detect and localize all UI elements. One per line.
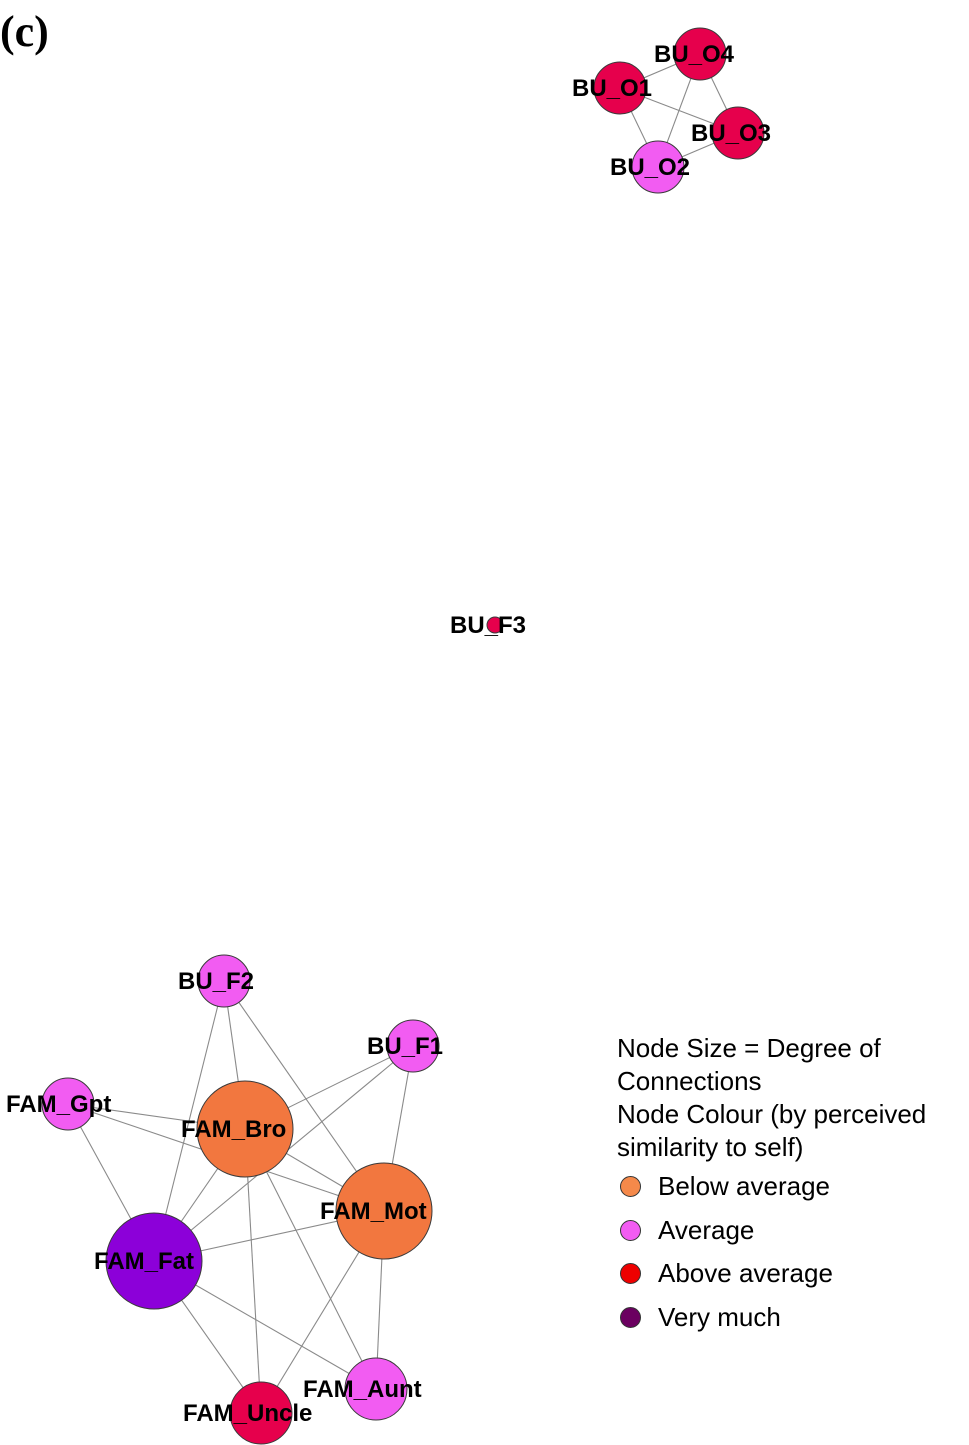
edge-fam-bro-fam-aunt [244, 1128, 377, 1390]
legend-item-average: Average [617, 1209, 967, 1253]
legend-swatch-average [620, 1219, 641, 1241]
node-fam-bro [196, 1080, 294, 1178]
node-fam-fat [105, 1212, 203, 1310]
node-label-fam-mot: FAM_Mot [320, 1198, 427, 1225]
node-label-bu-o1: BU_O1 [572, 75, 652, 102]
node-label-fam-uncle: FAM_Uncle [183, 1400, 312, 1427]
node-fam-aunt [344, 1357, 408, 1421]
legend-swatch-very-much [620, 1306, 641, 1328]
legend-size-title-line1: Node Size = Degree of [617, 1033, 881, 1063]
node-label-fam-fat: FAM_Fat [94, 1248, 194, 1275]
node-bu-o2 [631, 140, 685, 194]
node-bu-o1 [593, 61, 647, 115]
node-bu-o3 [711, 106, 765, 160]
node-fam-uncle [229, 1381, 293, 1445]
node-label-bu-o3: BU_O3 [691, 120, 771, 147]
legend-item-very-much: Very much [617, 1296, 967, 1340]
legend-colour-title-line1: Node Colour (by perceived [617, 1099, 927, 1129]
legend-swatch-below-average [620, 1176, 641, 1198]
node-label-fam-aunt: FAM_Aunt [303, 1376, 422, 1403]
node-fam-gpt [41, 1077, 95, 1131]
node-label-bu-o2: BU_O2 [610, 154, 690, 181]
node-bu-f2 [197, 954, 251, 1008]
panel-label: (c) [0, 7, 49, 56]
legend-size-title-line2: Connections [617, 1066, 762, 1096]
node-bu-f1 [386, 1019, 440, 1073]
legend-item-below-average: Below average [617, 1165, 967, 1209]
node-label-fam-gpt: FAM_Gpt [6, 1091, 111, 1118]
node-label-fam-bro: FAM_Bro [181, 1116, 286, 1143]
node-bu-o4 [673, 27, 727, 81]
node-label-bu-f3: BU_F3 [450, 612, 526, 639]
labels-layer: BU_O4BU_O1BU_O3BU_O2BU_F3BU_F2BU_F1FAM_G… [6, 41, 771, 1427]
legend-swatch-above-average [620, 1263, 641, 1285]
node-bu-f3 [486, 616, 504, 634]
legend-item-above-average: Above average [617, 1252, 967, 1296]
legend-label-below-average: Below average [658, 1171, 830, 1202]
nodes-layer [41, 27, 765, 1445]
legend-colour-title-line2: similarity to self) [617, 1132, 804, 1162]
legend-label-above-average: Above average [658, 1258, 833, 1289]
legend-label-average: Average [658, 1214, 755, 1245]
node-label-bu-f2: BU_F2 [178, 968, 254, 995]
node-fam-mot [335, 1162, 433, 1260]
legend: Node Size = Degree of Connections Node C… [617, 1032, 967, 1339]
node-label-bu-f1: BU_F1 [367, 1033, 443, 1060]
legend-label-very-much: Very much [658, 1301, 781, 1332]
node-label-bu-o4: BU_O4 [654, 41, 735, 68]
